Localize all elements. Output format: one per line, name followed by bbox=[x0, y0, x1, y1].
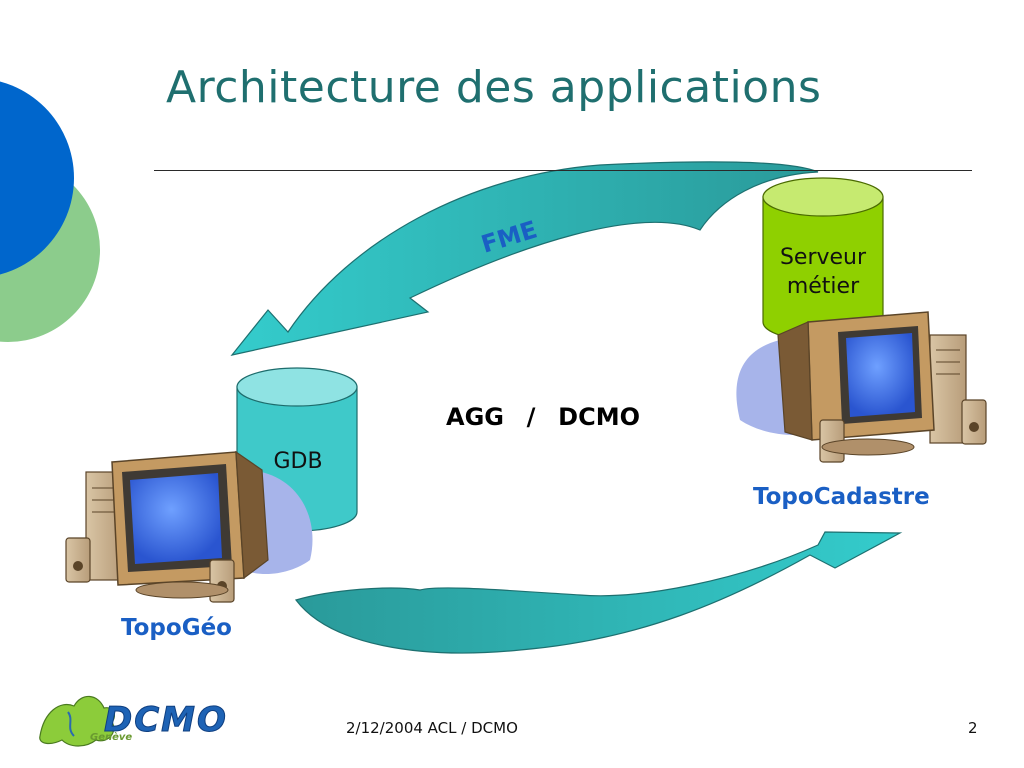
center-label: AGG / DCMO bbox=[446, 403, 640, 431]
footer-date: 2/12/2004 ACL / DCMO bbox=[346, 719, 518, 737]
curved-arrow-icon bbox=[294, 531, 903, 654]
topocadastre-label: TopoCadastre bbox=[753, 484, 930, 510]
page-number: 2 bbox=[968, 719, 978, 737]
curved-arrow-icon bbox=[230, 161, 819, 356]
gdb-label: GDB bbox=[273, 449, 323, 474]
logo-subtext: Genève bbox=[90, 732, 133, 743]
logo-text: DCMO bbox=[104, 700, 228, 741]
topogeo-label: TopoGéo bbox=[121, 615, 232, 641]
computer-icon bbox=[736, 311, 987, 463]
server-label-line1: Serveur bbox=[779, 245, 867, 270]
deco-blue-circle bbox=[0, 81, 74, 275]
decorative-circles bbox=[0, 81, 100, 342]
title-divider bbox=[154, 170, 972, 171]
computer-icon bbox=[65, 450, 313, 603]
server-label: Serveur métier bbox=[764, 243, 882, 301]
slide-title: Architecture des applications bbox=[166, 62, 822, 113]
server-label-line2: métier bbox=[786, 274, 860, 299]
logo-icon bbox=[39, 695, 116, 747]
